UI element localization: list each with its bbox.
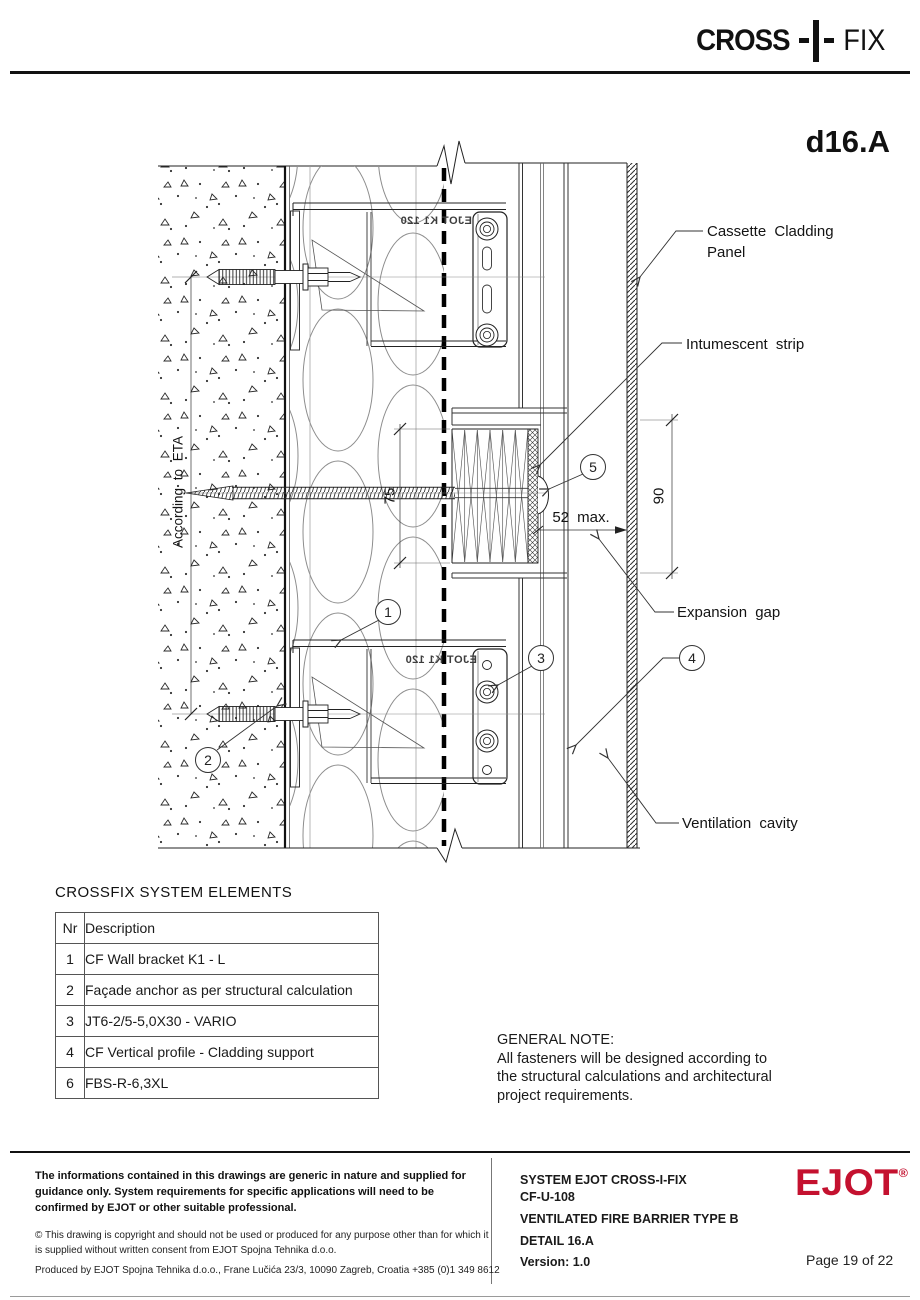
footer-disclaimer: The informations contained in this drawi… — [35, 1170, 466, 1214]
bracket-stamp-top: EJOT K1 120 — [400, 215, 472, 227]
footer-version: Version: 1.0 — [520, 1255, 591, 1269]
crossfix-logo-fix-text: FIX — [843, 24, 886, 57]
label-expansion-gap: Expansion gap — [677, 604, 781, 621]
general-note: GENERAL NOTE: All fasteners will be desi… — [497, 1032, 772, 1104]
crossfix-logo: CROSS FIX — [692, 20, 888, 62]
vertical-profile — [451, 163, 569, 848]
callout-5: 5 — [580, 454, 606, 480]
crossfix-logo-icon — [799, 20, 835, 62]
intumescent-strip-graphic — [527, 428, 549, 564]
ejot-logo: EJOT® — [795, 1162, 909, 1203]
table-row: 1 CF Wall bracket K1 - L — [55, 943, 379, 975]
label-intumescent-strip: Intumescent strip — [686, 336, 805, 353]
table-row: 2 Façade anchor as per structural calcul… — [55, 974, 379, 1006]
page-bottom-rule — [10, 1296, 910, 1297]
dim-barrier-value: 75 — [381, 487, 399, 505]
footer-system-code: CF-U-108 — [520, 1190, 575, 1204]
table-header-row: Nr Description — [55, 912, 379, 944]
fire-barrier — [451, 428, 538, 564]
facade-anchor-bottom — [200, 700, 545, 728]
bracket-stamp-bottom: EJOT K1 120 — [405, 654, 477, 666]
insulation-layer — [290, 166, 447, 848]
footer-rule — [10, 1151, 910, 1153]
footer-system-name: SYSTEM EJOT CROSS-I-FIX — [520, 1173, 687, 1187]
dim-joint-value: 90 — [650, 487, 668, 505]
concrete-wall — [158, 165, 437, 848]
table-row: 3 JT6-2/5-5,0X30 - VARIO — [55, 1005, 379, 1037]
dim-gap-value: 52 max. — [552, 509, 610, 526]
table-row: 4 CF Vertical profile - Cladding support — [55, 1036, 379, 1068]
table-row: 6 FBS-R-6,3XL — [55, 1067, 379, 1099]
callout-2: 2 — [195, 747, 221, 773]
footer-produced-by: Produced by EJOT Spojna Tehnika d.o.o., … — [35, 1265, 500, 1276]
footer-drawing-type: VENTILATED FIRE BARRIER TYPE B — [520, 1212, 739, 1226]
col-header-nr: Nr — [55, 912, 85, 944]
dimension-lines — [172, 270, 679, 721]
callout-3: 3 — [528, 645, 554, 671]
wall-bracket-top — [290, 202, 508, 351]
general-note-title: GENERAL NOTE: — [497, 1032, 615, 1048]
facade-anchor-top — [200, 263, 545, 291]
callout-1: 1 — [375, 599, 401, 625]
fixing-screw — [180, 485, 545, 501]
footer-divider — [491, 1158, 492, 1284]
label-according-to-eta: According to ETA — [170, 435, 186, 549]
footer-detail-number: DETAIL 16.A — [520, 1234, 594, 1248]
registered-mark-icon: ® — [898, 1166, 909, 1180]
cladding-panel — [626, 163, 638, 848]
elements-table: Nr Description 1 CF Wall bracket K1 - L … — [55, 912, 379, 1099]
col-header-description: Description — [84, 912, 379, 944]
header-rule — [10, 71, 910, 74]
label-ventilation-cavity: Ventilation cavity — [682, 815, 798, 832]
page-number: Page 19 of 22 — [806, 1252, 894, 1268]
elements-table-title: CROSSFIX SYSTEM ELEMENTS — [55, 884, 293, 901]
label-cassette-cladding: Cassette Cladding Panel — [707, 223, 834, 261]
crossfix-logo-cross-text: CROSS — [695, 24, 790, 57]
leader-lines — [216, 230, 703, 824]
footer-copyright: © This drawing is copyright and should n… — [35, 1230, 489, 1256]
callout-4: 4 — [679, 645, 705, 671]
detail-reference: d16.A — [805, 124, 890, 159]
